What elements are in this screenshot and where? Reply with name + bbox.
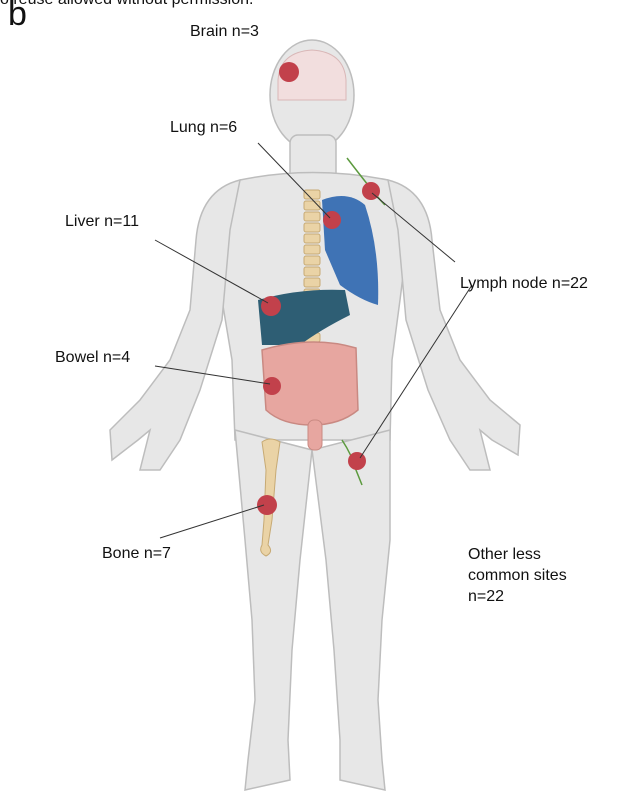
vertebra [304,223,320,232]
tumor-liver [261,296,281,316]
panel-label: b [8,0,27,34]
vertebra [304,256,320,265]
other-sites-line-3: n=22 [468,586,618,607]
tumor-bone [257,495,277,515]
right-leg [312,430,390,790]
tumor-brain [279,62,299,82]
vertebra [304,245,320,254]
other-sites-line-1: Other less [468,544,618,565]
lung-label: Lung n=6 [170,118,237,138]
brain-label: Brain n=3 [190,22,259,42]
tumor-bowel [263,377,281,395]
liver-label: Liver n=11 [65,212,139,232]
bowel-label: Bowel n=4 [55,348,130,368]
other-sites-line-2: common sites [468,565,618,586]
vertebra [304,278,320,287]
bone-label: Bone n=7 [102,544,171,564]
copyright-fragment: o reuse allowed without permission. [0,0,253,9]
lymph-node-label: Lymph node n=22 [460,274,588,294]
vertebra [304,234,320,243]
tumor-lymph-lower [348,452,366,470]
right-arm [388,180,520,470]
other-sites-label: Other less common sites n=22 [468,544,618,607]
rectum [308,420,322,450]
vertebra [304,267,320,276]
vertebra [304,190,320,199]
vertebra [304,212,320,221]
